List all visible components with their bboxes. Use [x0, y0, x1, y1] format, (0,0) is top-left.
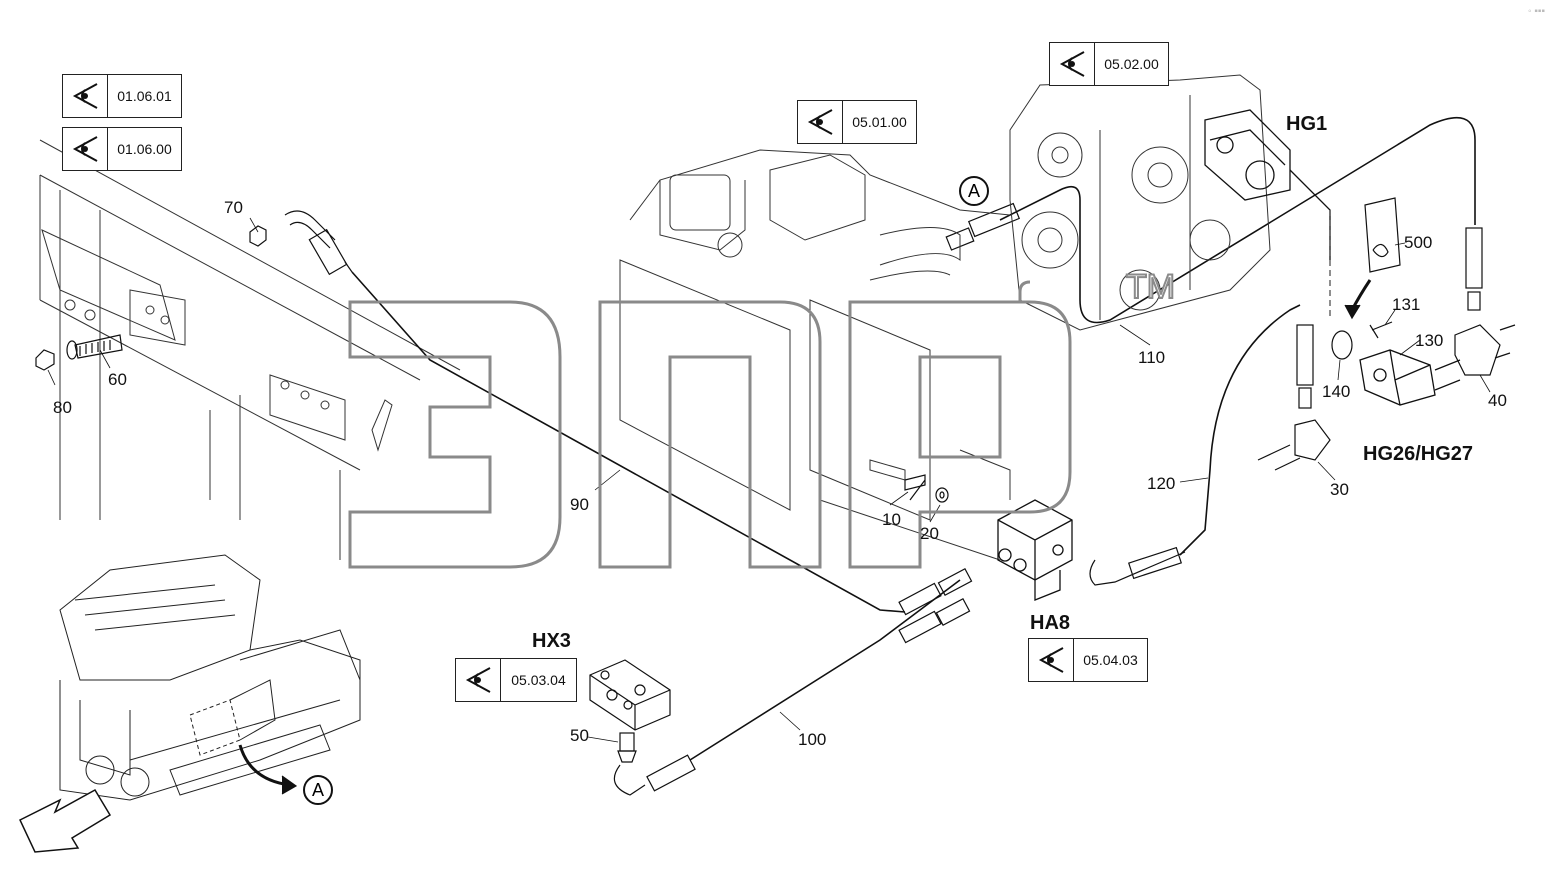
valve-block-ha8 [997, 499, 1073, 601]
view-ref-01-06-00[interactable]: 01.06.00 [62, 127, 182, 171]
view-ref-01-06-01[interactable]: 01.06.01 [62, 74, 182, 118]
view-ref-05-03-04[interactable]: 05.03.04 [455, 658, 577, 702]
eye-view-icon [798, 101, 843, 143]
view-ref-05-04-03[interactable]: 05.04.03 [1028, 638, 1148, 682]
view-ref-code: 05.04.03 [1083, 652, 1138, 668]
fitting-30 [1257, 419, 1331, 471]
part-number[interactable]: 120 [1147, 474, 1176, 493]
detail-marker-a[interactable]: A [303, 775, 333, 805]
nut-80 [35, 349, 55, 371]
component-label-hx3: HX3 [532, 630, 571, 652]
hose-120-ends [1089, 324, 1314, 586]
gear-housing [1009, 74, 1271, 331]
part-number[interactable]: 10 [882, 510, 901, 529]
machine-thumbnail [59, 554, 361, 801]
leader-lines [47, 217, 1491, 743]
part-number[interactable]: 30 [1330, 480, 1349, 499]
part-number[interactable]: 80 [53, 398, 72, 417]
bolt-60 [66, 334, 123, 360]
component-label-hg26-hg27: HG26/HG27 [1363, 443, 1474, 465]
screw-131 [1369, 321, 1393, 339]
eye-view-icon [1050, 43, 1095, 85]
part-number[interactable]: 131 [1392, 295, 1421, 314]
view-ref-05-02-00[interactable]: 05.02.00 [1049, 42, 1169, 86]
part-number[interactable]: 60 [108, 370, 127, 389]
hose-120 [1179, 304, 1301, 556]
part-number[interactable]: 110 [1138, 348, 1166, 367]
view-ref-code: 01.06.01 [117, 88, 172, 104]
nut-70 [249, 225, 267, 247]
eye-view-icon [63, 128, 108, 170]
fitting-40 [1454, 324, 1516, 376]
part-number[interactable]: 90 [570, 495, 589, 514]
hose-90 [351, 271, 906, 613]
detail-marker-a[interactable]: A [959, 176, 989, 206]
hose-100-ends [613, 567, 973, 796]
part-number[interactable]: 40 [1488, 391, 1507, 410]
eye-view-icon [1029, 639, 1074, 681]
washer-20 [935, 487, 949, 503]
view-ref-code: 05.02.00 [1104, 56, 1159, 72]
chassis-frame [39, 139, 461, 560]
view-ref-code: 01.06.00 [117, 141, 172, 157]
view-ref-05-01-00[interactable]: 05.01.00 [797, 100, 917, 144]
corner-mark-icon: ◦ ▪▪▪ [1528, 6, 1545, 17]
view-ref-code: 05.03.04 [511, 672, 566, 688]
part-number[interactable]: 20 [920, 524, 939, 543]
block-hx3 [589, 659, 671, 731]
component-label-hg1: HG1 [1286, 113, 1328, 135]
component-label-ha8: HA8 [1030, 612, 1071, 634]
eye-view-icon [63, 75, 108, 117]
hose-110 [999, 116, 1476, 324]
part-number[interactable]: 140 [1322, 382, 1351, 401]
part-number[interactable]: 50 [570, 726, 589, 745]
screw-10 [904, 474, 926, 501]
part-number[interactable]: 70 [224, 198, 243, 217]
view-direction-arrow-icon [19, 788, 112, 853]
oring-140 [1331, 330, 1353, 360]
eye-view-icon [456, 659, 501, 701]
part-number[interactable]: 500 [1404, 233, 1433, 252]
part-number[interactable]: 100 [798, 730, 827, 749]
hose-90-fitting [284, 210, 353, 276]
bag-500 [1364, 197, 1401, 273]
gear-pump-hg26-hg27 [1359, 349, 1461, 406]
hose-110-ends [945, 202, 1483, 311]
part-number[interactable]: 130 [1415, 331, 1444, 350]
view-ref-code: 05.01.00 [852, 114, 907, 130]
watermark-tm: TM [1125, 267, 1176, 307]
